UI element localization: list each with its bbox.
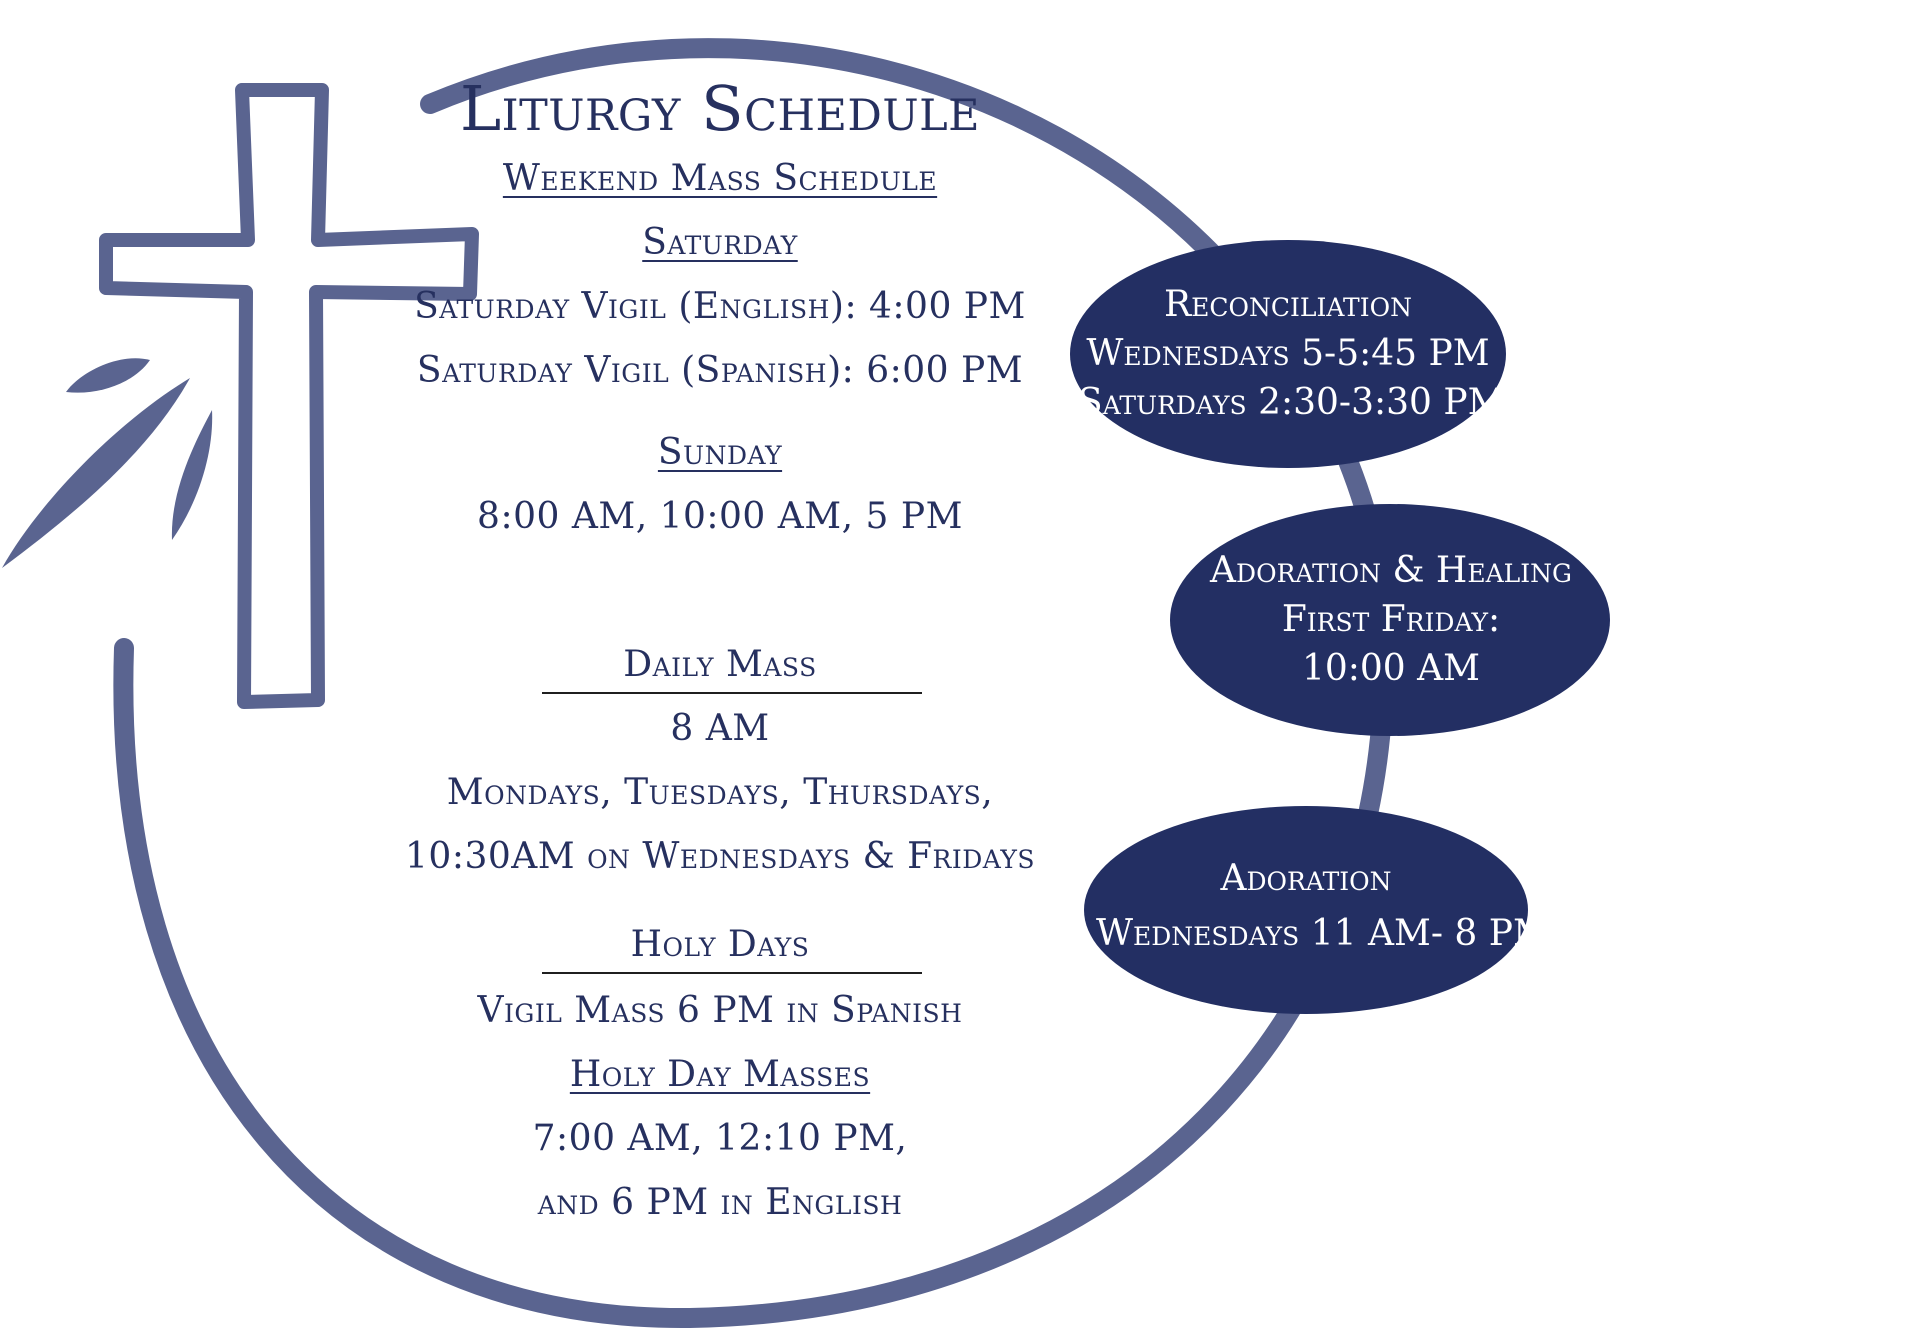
oval-reconciliation — [1070, 240, 1506, 468]
adoration-healing-title: Adoration & Healing — [1210, 550, 1572, 591]
reconciliation-text: Reconciliation Wednesdays 5-5:45 PM Satu… — [1078, 280, 1505, 427]
daily-time: 8 AM — [670, 708, 770, 749]
saturday-vigil-english: Saturday Vigil (English): 4:00 PM — [414, 286, 1026, 327]
sunday-heading: Sunday — [657, 432, 783, 473]
holy-masses-heading: Holy Day Masses — [569, 1054, 871, 1095]
daily-mass-rule — [542, 692, 922, 694]
adoration-healing-time: 10:00 AM — [1301, 648, 1481, 689]
adoration-text: Adoration Wednesdays 11 AM- 8 PM — [1096, 854, 1550, 958]
holy-days-rule — [542, 972, 922, 974]
holy-days-heading: Holy Days — [630, 924, 810, 965]
reconciliation-wednesdays: Wednesdays 5-5:45 PM — [1086, 333, 1490, 374]
oval-adoration — [1084, 806, 1528, 1014]
weekend-heading: Weekend Mass Schedule — [502, 158, 938, 199]
light-rays-icon — [2, 358, 213, 568]
oval-adoration-healing — [1170, 504, 1610, 736]
sunday-times: 8:00 AM, 10:00 AM, 5 PM — [477, 496, 963, 537]
adoration-healing-text: Adoration & Healing First Friday: 10:00 … — [1176, 546, 1606, 693]
holy-masses-times: 7:00 AM, 12:10 PM, — [532, 1118, 908, 1159]
page-title: Liturgy Schedule — [459, 72, 981, 145]
adoration-title: Adoration — [1220, 858, 1392, 899]
cross-icon — [99, 83, 479, 709]
adoration-healing-day: First Friday: — [1281, 599, 1501, 640]
saturday-heading: Saturday — [642, 222, 798, 263]
daily-wed-fri: 10:30AM on Wednesdays & Fridays — [405, 836, 1035, 877]
reconciliation-title: Reconciliation — [1164, 284, 1412, 325]
daily-days: Mondays, Tuesdays, Thursdays, — [446, 772, 994, 813]
holy-vigil: Vigil Mass 6 PM in Spanish — [477, 990, 963, 1031]
holy-masses-english: and 6 PM in English — [537, 1182, 903, 1223]
adoration-hours: Wednesdays 11 AM- 8 PM — [1096, 913, 1550, 954]
reconciliation-saturdays: Saturdays 2:30-3:30 PM — [1078, 382, 1505, 423]
saturday-vigil-spanish: Saturday Vigil (Spanish): 6:00 PM — [416, 350, 1024, 391]
daily-mass-heading: Daily Mass — [623, 644, 817, 685]
ring-arc — [113, 38, 1394, 1329]
